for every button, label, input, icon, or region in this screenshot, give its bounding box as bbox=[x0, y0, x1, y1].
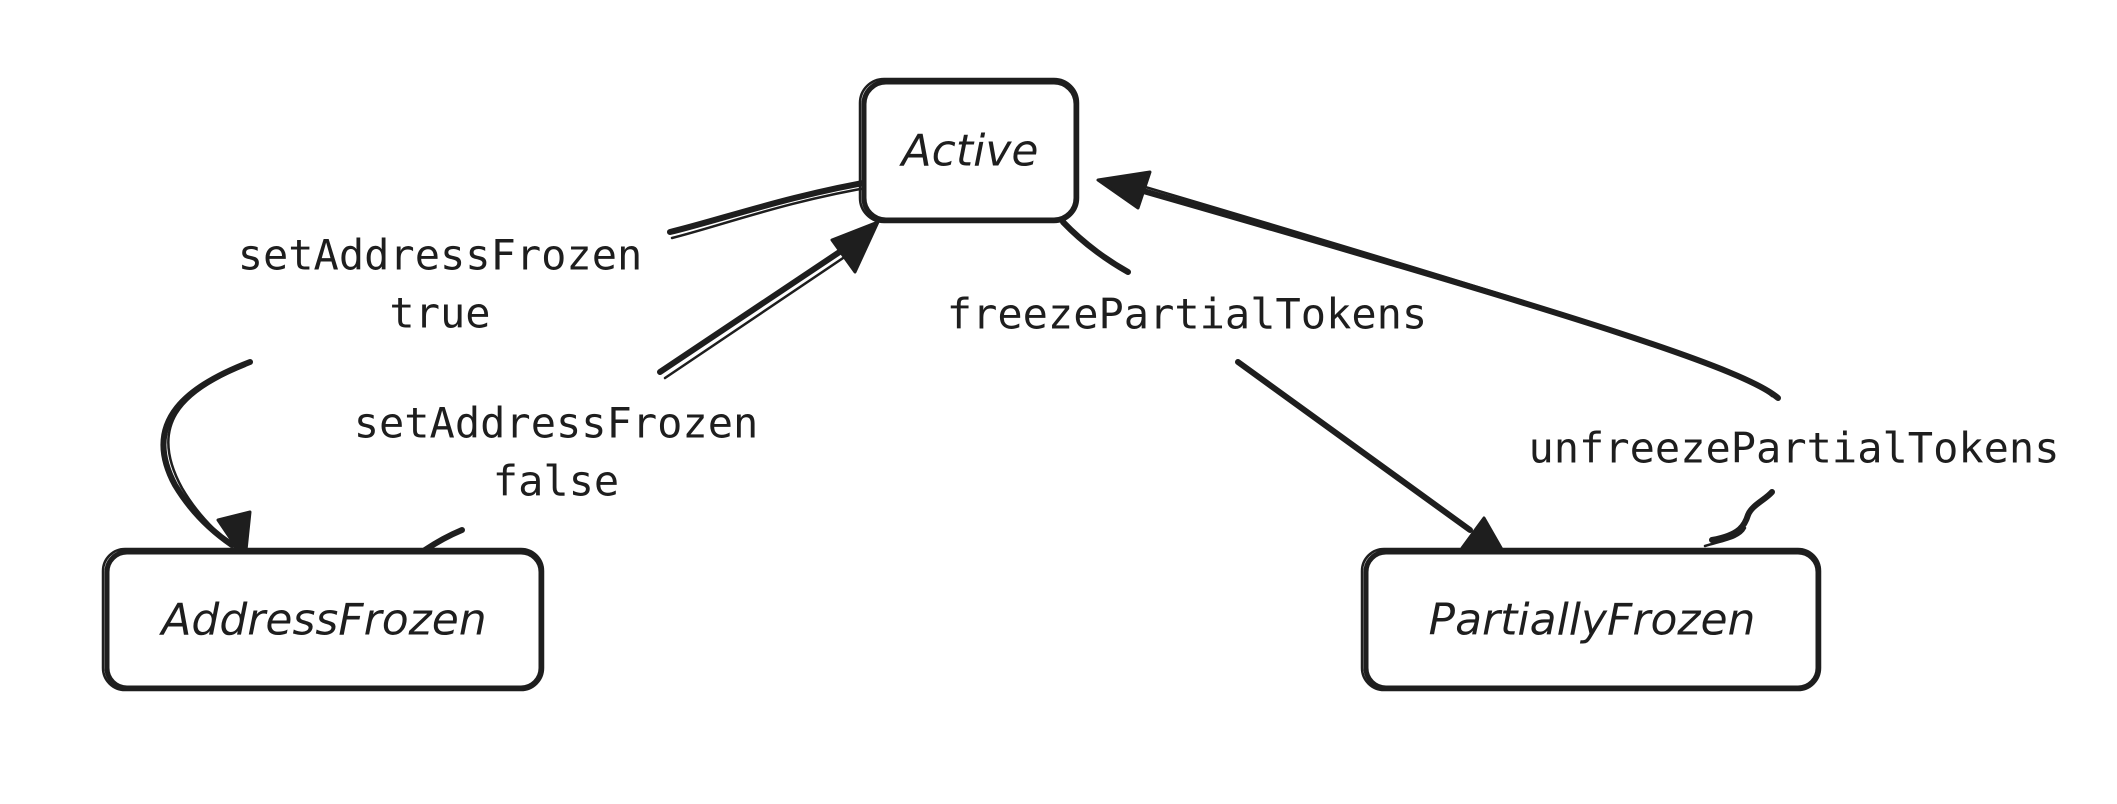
edge-label-set-address-frozen-true: setAddressFrozen true bbox=[238, 231, 643, 338]
state-address-frozen: AddressFrozen bbox=[101, 547, 545, 692]
state-address-frozen-label: AddressFrozen bbox=[158, 595, 486, 646]
state-active-label: Active bbox=[899, 126, 1039, 177]
state-partially-frozen: PartiallyFrozen bbox=[1360, 547, 1822, 692]
edge-unfreeze-partial-tokens bbox=[1096, 170, 1781, 548]
edge-label-text: unfreezePartialTokens bbox=[1528, 424, 2059, 473]
edge-freeze-partial-tokens bbox=[1060, 219, 1510, 562]
edge-label-text: freezePartialTokens bbox=[947, 290, 1427, 339]
edge-label-line-2: true bbox=[389, 289, 490, 338]
edge-label-line-1: setAddressFrozen bbox=[354, 399, 759, 448]
edge-label-unfreeze-partial-tokens: unfreezePartialTokens bbox=[1528, 424, 2059, 473]
edge-label-set-address-frozen-false: setAddressFrozen false bbox=[354, 399, 759, 506]
edge-label-line-1: setAddressFrozen bbox=[238, 231, 643, 280]
edge-label-line-2: false bbox=[493, 457, 619, 506]
edge-label-freeze-partial-tokens: freezePartialTokens bbox=[947, 290, 1427, 339]
edge-set-address-frozen-false bbox=[422, 220, 880, 553]
state-partially-frozen-label: PartiallyFrozen bbox=[1429, 595, 1756, 646]
state-active: Active bbox=[858, 77, 1080, 224]
